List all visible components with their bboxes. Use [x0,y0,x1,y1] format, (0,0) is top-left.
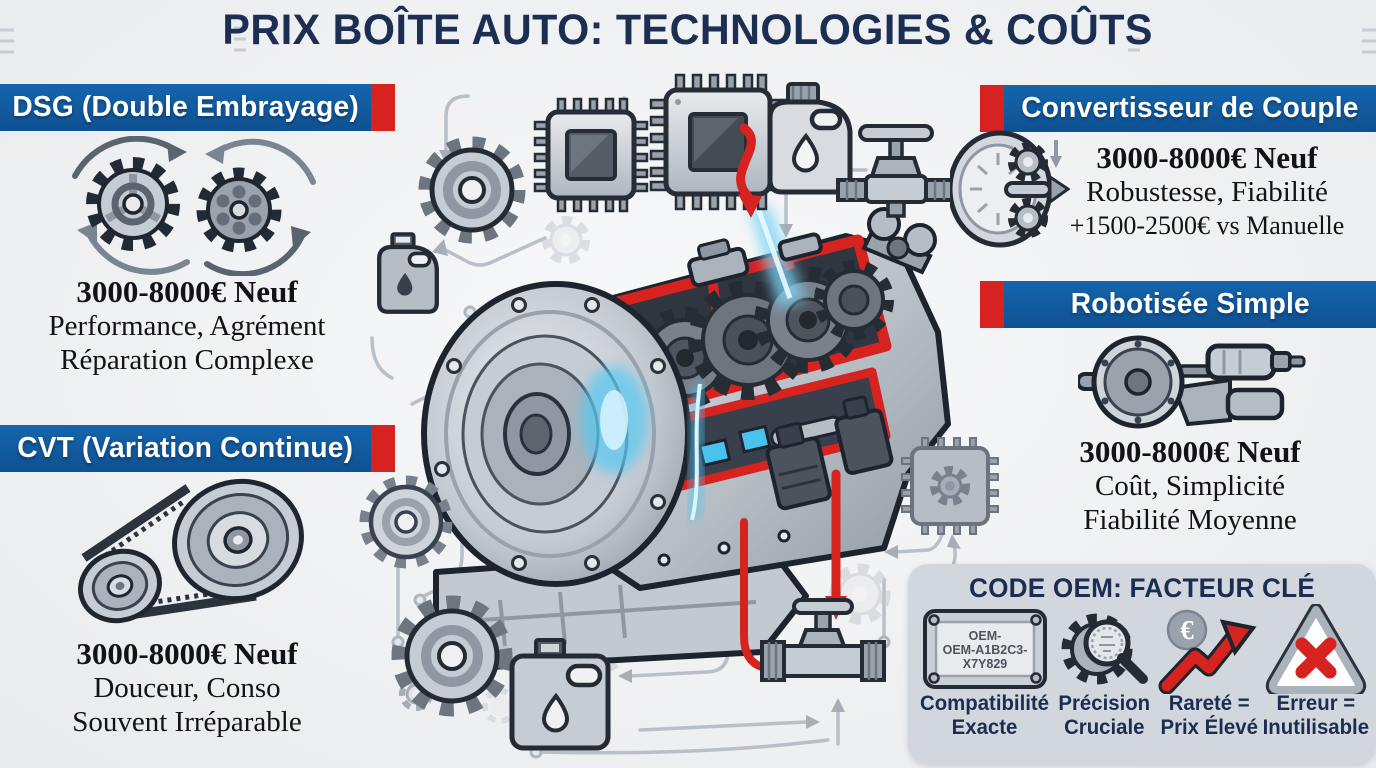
oem-plate-line1: OEM- [968,629,1001,643]
gear-icon [359,475,453,569]
gear-magnifier-icon [1051,606,1157,692]
dsg-line1: Performance, Agrément [48,309,326,342]
dsg-line2: Réparation Complexe [60,343,314,376]
converter-header-blue: Convertisseur de Couple [1004,85,1376,132]
converter-line1: Robustesse, Fiabilité [1086,175,1328,208]
oil-canister-icon [509,638,611,751]
oem-item-precision: Précision Cruciale [1051,606,1157,740]
converter-text-block: 3000-8000€ Neuf Robustesse, Fiabilité +1… [1042,140,1372,242]
robotized-header-red-accent [980,281,1004,328]
robotized-price: 3000-8000€ Neuf [1079,434,1301,469]
clutch-actuator-icon [1078,326,1310,438]
oem-item-compatibility: OEM- OEM-A1B2C3- X7Y829 Compatibilité Ex… [918,606,1051,740]
page-title-wrap: PRIX BOÎTE AUTO: TECHNOLOGIES & COÛTS [0,6,1376,55]
valve-icon [760,598,886,682]
blue-energy-beam [580,206,806,522]
microchip-icon [533,97,649,213]
cvt-text-block: 3000-8000€ Neuf Douceur, Conso Souvent I… [6,636,368,739]
cvt-header-blue: CVT (Variation Continue) [0,425,371,472]
oem-caption-error: Erreur = Inutilisable [1262,692,1370,740]
solenoid-block [765,422,832,511]
robotized-header-blue: Robotisée Simple [1004,281,1376,328]
title-edge-dashes [0,26,1376,54]
cvt-header-red-accent [371,425,395,472]
torque-converter-icon [950,128,1072,250]
solenoid-block2 [834,395,894,475]
dsg-header-red-accent [371,84,395,131]
oem-item-error: Erreur = Inutilisable [1261,604,1371,740]
microchip-icon [649,73,787,211]
dsg-header-bar: DSG (Double Embrayage) [0,84,395,131]
converter-line2: +1500-2500€ vs Manuelle [1069,210,1345,240]
cvt-header-label: CVT (Variation Continue) [17,432,354,464]
converter-header-bar: Convertisseur de Couple [980,85,1376,132]
robotized-header-bar: Robotisée Simple [980,281,1376,328]
oem-caption-precision: Précision Cruciale [1058,692,1150,740]
top-cover-caps [687,238,750,288]
cvt-line2: Souvent Irréparable [72,705,302,738]
oem-caption-compatibility: Compatibilité Exacte [919,692,1050,740]
converter-header-red-accent [980,85,1004,132]
robotized-header-label: Robotisée Simple [1070,288,1310,320]
dsg-header-label: DSG (Double Embrayage) [12,91,359,123]
oem-caption-rarity: Rareté = Prix Élevé [1160,692,1258,740]
euro-symbol: € [1180,615,1194,645]
dsg-header-blue: DSG (Double Embrayage) [0,84,371,131]
gear-icon [418,136,526,244]
output-yoke [861,207,937,275]
cvt-line1: Douceur, Conso [93,671,281,704]
red-curve-arrow-icon [736,123,762,218]
error-triangle-icon [1264,604,1368,694]
oem-plate-line2: OEM-A1B2C3- [942,643,1027,657]
price-up-arrow-icon: € [1157,606,1261,694]
top-cover-cap2 [777,232,823,262]
dsg-text-block: 3000-8000€ Neuf Performance, Agrément Ré… [6,274,368,377]
gear-train [634,260,894,409]
oem-panel-header: CODE OEM: FACTEUR CLÉ [968,573,1315,603]
robotized-text-block: 3000-8000€ Neuf Coût, Simplicité Fiabili… [1010,434,1370,537]
belt-pulley-icon [58,478,318,630]
oem-panel: CODE OEM: FACTEUR CLÉ OEM- OEM-A1B2C3- [908,564,1376,764]
cvt-header-bar: CVT (Variation Continue) [0,425,395,472]
cvt-price: 3000-8000€ Neuf [76,636,298,671]
bell-housing [421,281,691,587]
oil-jug-small-icon [377,232,439,314]
valve-icon [836,124,956,218]
dual-gears-rotation-icon [55,136,335,276]
transmission-cutaway-illustration [421,206,951,681]
oem-plate-line3: X7Y829 [962,657,1007,671]
microchip-gear-icon [901,437,999,535]
robotized-line1: Coût, Simplicité [1094,469,1286,502]
dsg-price: 3000-8000€ Neuf [76,274,298,309]
converter-price: 3000-8000€ Neuf [1096,140,1318,175]
robotized-line2: Fiabilité Moyenne [1083,503,1297,536]
oem-plate-icon: OEM- OEM-A1B2C3- X7Y829 [922,606,1047,692]
oem-items-row: OEM- OEM-A1B2C3- X7Y829 Compatibilité Ex… [908,604,1376,740]
gear-icon [391,595,513,717]
oem-item-rarity: € Rareté = Prix Élevé [1157,606,1261,740]
page-title: PRIX BOÎTE AUTO: TECHNOLOGIES & COÛTS [222,6,1154,54]
oil-jug-icon [767,82,853,195]
converter-header-label: Convertisseur de Couple [1021,92,1359,124]
